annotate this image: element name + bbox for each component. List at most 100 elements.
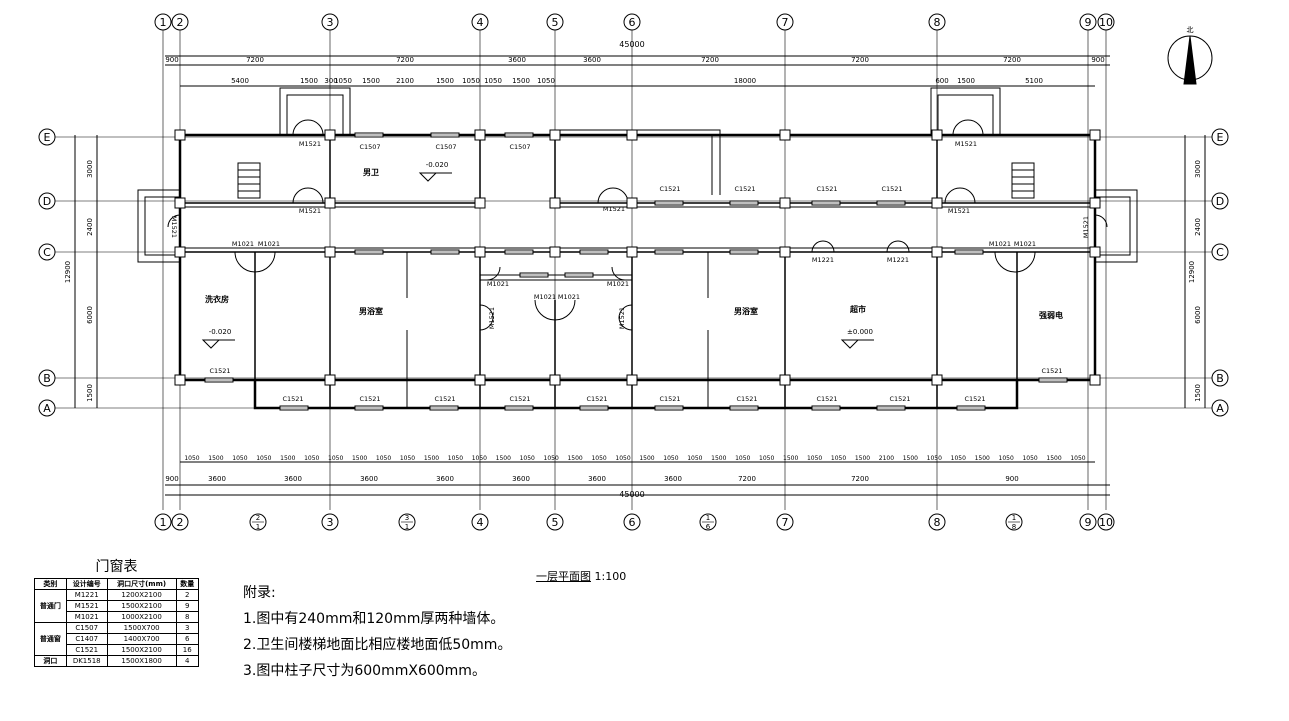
axis-bubble bbox=[1211, 243, 1229, 261]
dimension-label: 900 bbox=[165, 475, 178, 483]
window-label: C1521 bbox=[881, 185, 902, 193]
column bbox=[931, 197, 943, 209]
axis-number: 7 bbox=[782, 16, 789, 29]
dimension-label: 1500 bbox=[1046, 455, 1061, 462]
dimension-label: 3600 bbox=[360, 475, 378, 483]
column bbox=[779, 246, 791, 258]
axis-bubble bbox=[1097, 513, 1115, 531]
dimension-label: 1500 bbox=[208, 455, 223, 462]
axis-letter: E bbox=[44, 131, 51, 144]
axis-bubble bbox=[1211, 192, 1229, 210]
column bbox=[174, 129, 186, 141]
axis-number: 6 bbox=[629, 16, 636, 29]
dimension-label: 3000 bbox=[86, 160, 94, 178]
dimension-label: 3600 bbox=[512, 475, 530, 483]
axis-number: 8 bbox=[934, 516, 941, 529]
column bbox=[626, 129, 638, 141]
window-label: C1521 bbox=[1041, 367, 1062, 375]
dimension-label: 1050 bbox=[256, 455, 271, 462]
dimension-label: 3600 bbox=[208, 475, 226, 483]
door-label: M1521 bbox=[299, 207, 321, 215]
column bbox=[474, 197, 486, 209]
door-label: M1221 bbox=[812, 256, 834, 264]
column bbox=[324, 129, 336, 141]
dimension-label: 3000 bbox=[1194, 160, 1202, 178]
axis-bubble bbox=[1211, 399, 1229, 417]
dimension-label: 5400 bbox=[231, 77, 249, 85]
column bbox=[549, 246, 561, 258]
dimension-label: 1050 bbox=[472, 455, 487, 462]
column bbox=[779, 129, 791, 141]
axis-bubble bbox=[38, 243, 56, 261]
dimension-label: 1050 bbox=[462, 77, 480, 85]
window-label: C1521 bbox=[586, 395, 607, 403]
level-label: ±0.000 bbox=[847, 328, 873, 336]
door-label: M1021 bbox=[558, 293, 580, 301]
north-label: 北 bbox=[1187, 26, 1194, 34]
dimension-label: 1050 bbox=[304, 455, 319, 462]
door-label: M1521 bbox=[618, 307, 626, 329]
column bbox=[324, 246, 336, 258]
door-label: M1521 bbox=[603, 205, 625, 213]
dimension-label: 7200 bbox=[1003, 56, 1021, 64]
schedule-category: 普通门 bbox=[34, 589, 67, 623]
dimension-label: 1500 bbox=[855, 455, 870, 462]
schedule-category: 洞口 bbox=[34, 655, 67, 667]
axis-letter: B bbox=[43, 372, 51, 385]
dimension-label: 1500 bbox=[711, 455, 726, 462]
schedule-cell: M1521 bbox=[65, 600, 108, 612]
door-label: M1521 bbox=[1082, 216, 1090, 238]
dimension-label: 600 bbox=[935, 77, 948, 85]
sub-axis-number: 1 bbox=[1012, 514, 1016, 522]
dimension-label: 1500 bbox=[957, 77, 975, 85]
dimension-label: 1050 bbox=[591, 455, 606, 462]
window-label: C1521 bbox=[359, 395, 380, 403]
room-label: 男卫 bbox=[363, 168, 379, 177]
schedule-caption: 门窗表 bbox=[95, 559, 138, 575]
schedule-header: 设计编号 bbox=[65, 578, 108, 590]
window-label: C1507 bbox=[359, 143, 380, 151]
door-label: M1521 bbox=[955, 140, 977, 148]
dimension-label: 3600 bbox=[583, 56, 601, 64]
column bbox=[1089, 197, 1101, 209]
door-label: M1021 bbox=[534, 293, 556, 301]
axis-number: 5 bbox=[552, 516, 559, 529]
door-label: M1521 bbox=[948, 207, 970, 215]
dimension-label: 1500 bbox=[424, 455, 439, 462]
dimension-label: 1500 bbox=[783, 455, 798, 462]
dimension-label: 1050 bbox=[831, 455, 846, 462]
dimension-label: 1500 bbox=[436, 77, 454, 85]
dimension-label: 3600 bbox=[284, 475, 302, 483]
room-label: 洗衣房 bbox=[205, 294, 229, 304]
dimension-label: 6000 bbox=[1194, 306, 1202, 324]
axis-bubble bbox=[154, 13, 172, 31]
axis-letter: E bbox=[1217, 131, 1224, 144]
axis-bubble bbox=[471, 13, 489, 31]
door-label: M1021 bbox=[607, 280, 629, 288]
door-label: M1521 bbox=[170, 216, 178, 238]
axis-bubble bbox=[1211, 369, 1229, 387]
axis-number: 9 bbox=[1085, 16, 1092, 29]
schedule-header: 数量 bbox=[175, 578, 199, 590]
column bbox=[324, 374, 336, 386]
door-label: M1221 bbox=[887, 256, 909, 264]
axis-letter: C bbox=[1216, 246, 1224, 259]
schedule-cell: 1500X2100 bbox=[106, 644, 177, 656]
dimension-label: 6000 bbox=[86, 306, 94, 324]
axis-bubble bbox=[1079, 513, 1097, 531]
dimension-label: 1500 bbox=[362, 77, 380, 85]
dimension-label: 1050 bbox=[520, 455, 535, 462]
sub-axis-number: 1 bbox=[405, 523, 409, 531]
column bbox=[174, 197, 186, 209]
column bbox=[626, 246, 638, 258]
axis-letter: B bbox=[1216, 372, 1224, 385]
dimension-label: 1050 bbox=[544, 455, 559, 462]
column bbox=[549, 374, 561, 386]
schedule-cell: 1500X1800 bbox=[106, 655, 177, 667]
axis-bubble bbox=[321, 13, 339, 31]
column bbox=[779, 374, 791, 386]
dimension-label: 7200 bbox=[246, 56, 264, 64]
dimension-label: 1050 bbox=[184, 455, 199, 462]
